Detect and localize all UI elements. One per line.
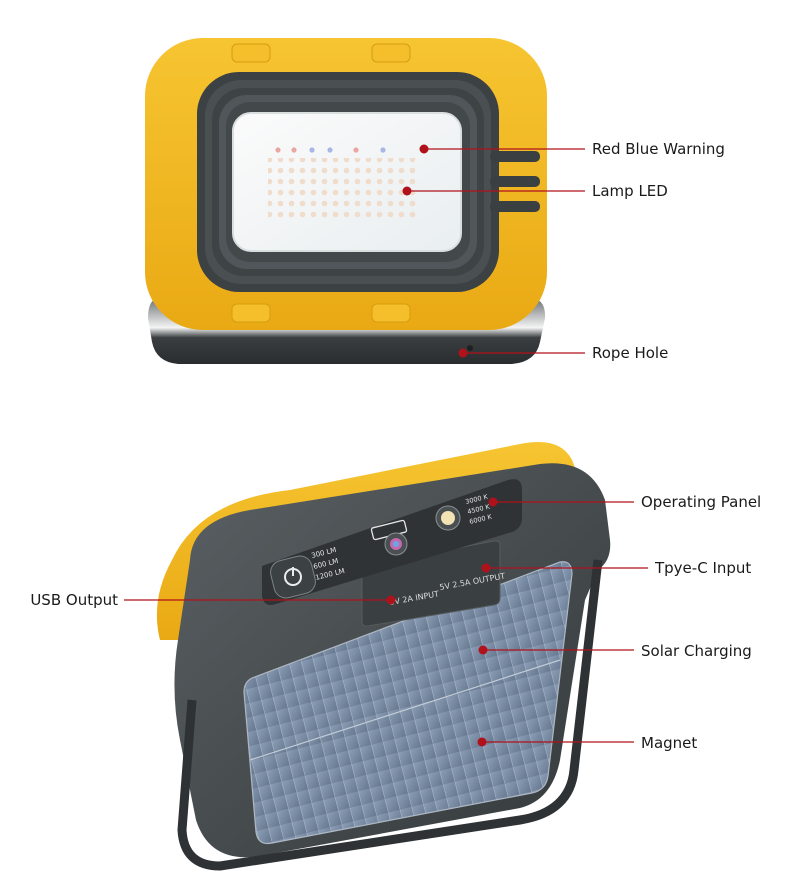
callout-solar-charging: Solar Charging	[478, 642, 752, 660]
warning-leds	[275, 147, 386, 153]
side-vents	[490, 151, 540, 212]
callout-type-c-input: Tpye-C Input	[481, 559, 751, 577]
led-array	[268, 158, 418, 220]
rope-hole	[467, 345, 473, 351]
callout-label-solar-charging: Solar Charging	[641, 642, 752, 660]
lamp-back-view: 5V 2A INPUT 5V 2.5A OUTPUT 300 LM 600 LM…	[156, 442, 611, 871]
callout-label-lamp-led: Lamp LED	[592, 182, 668, 200]
callout-red-blue-warning: Red Blue Warning	[419, 140, 725, 158]
lamp-front-view	[145, 38, 547, 364]
callout-lamp-led: Lamp LED	[402, 182, 668, 200]
callout-label-rope-hole: Rope Hole	[592, 344, 668, 362]
callout-operating-panel: Operating Panel	[488, 493, 761, 511]
callout-label-magnet: Magnet	[641, 734, 697, 752]
callout-rope-hole: Rope Hole	[458, 344, 668, 362]
callout-label-type-c-input: Tpye-C Input	[654, 559, 751, 577]
callout-label-operating-panel: Operating Panel	[641, 493, 761, 511]
power-button[interactable]	[268, 553, 318, 600]
hook-strap	[177, 559, 603, 871]
callout-usb-output: USB Output	[30, 591, 396, 609]
callout-label-red-blue-warning: Red Blue Warning	[592, 140, 725, 158]
callout-magnet: Magnet	[477, 734, 697, 752]
solar-panel	[243, 561, 573, 845]
operating-panel: 300 LM 600 LM 1200 LM 3000 K 4500 K 6000…	[262, 479, 522, 605]
callout-label-usb-output: USB Output	[30, 591, 118, 609]
